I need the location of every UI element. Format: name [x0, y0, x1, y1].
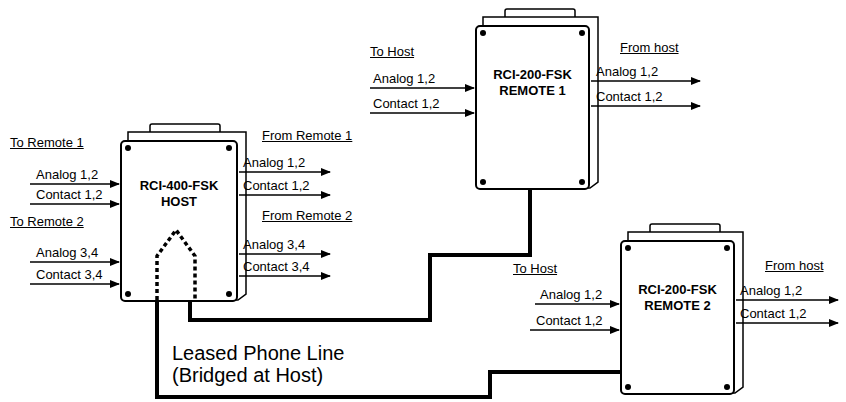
signal-name: Analog 3,4 [36, 245, 98, 260]
signal-name: Contact 1,2 [536, 313, 603, 328]
group-heading: From host [620, 40, 679, 55]
enclosure-box: RCI-400-FSK HOST [120, 140, 238, 302]
signal-name: Contact 3,4 [36, 267, 103, 282]
signal-name: Contact 1,2 [36, 187, 103, 202]
signal-name: Analog 1,2 [540, 287, 602, 302]
signal-name: Analog 1,2 [596, 64, 658, 79]
phone-line [190, 190, 530, 320]
signal-name: Contact 1,2 [373, 96, 440, 111]
group-heading: To Host [370, 44, 414, 59]
signal-name: Analog 1,2 [740, 283, 802, 298]
signal-arrows [30, 81, 838, 330]
enclosure-box: RCI-200-FSK REMOTE 1 [475, 25, 590, 190]
group-heading: From Remote 2 [262, 208, 352, 223]
signal-name: Analog 3,4 [243, 237, 305, 252]
group-heading: From Remote 1 [262, 128, 352, 143]
unit-name: RCI-200-FSK REMOTE 1 [487, 67, 578, 99]
signal-name: Contact 1,2 [740, 306, 807, 321]
group-heading: To Remote 2 [10, 214, 84, 229]
unit-name: RCI-400-FSK HOST [132, 178, 226, 210]
unit-name: RCI-200-FSK REMOTE 2 [632, 282, 723, 314]
line-note: Leased Phone Line (Bridged at Host) [172, 342, 402, 386]
signal-name: Analog 1,2 [36, 167, 98, 182]
phone-line [157, 302, 620, 397]
group-heading: From host [765, 258, 824, 273]
bridge-symbol [157, 230, 195, 300]
screws [125, 30, 730, 390]
enclosure-box: RCI-200-FSK REMOTE 2 [620, 240, 735, 395]
signal-name: Analog 1,2 [373, 71, 435, 86]
signal-name: Contact 1,2 [243, 178, 310, 193]
group-heading: To Host [513, 261, 557, 276]
signal-name: Analog 1,2 [243, 155, 305, 170]
signal-name: Contact 3,4 [243, 259, 310, 274]
signal-name: Contact 1,2 [596, 89, 663, 104]
group-heading: To Remote 1 [10, 135, 84, 150]
